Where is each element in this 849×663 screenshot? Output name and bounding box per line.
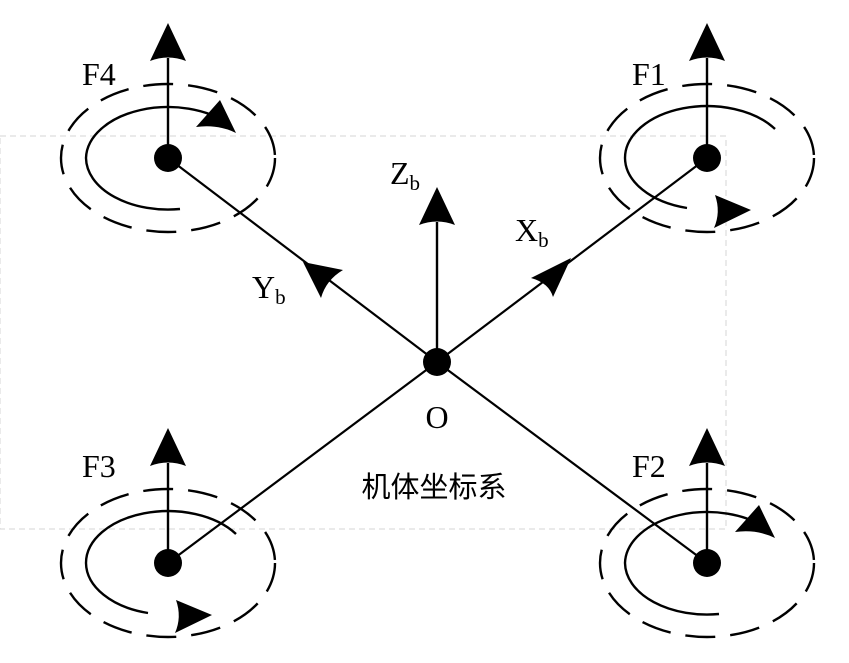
origin-point — [423, 348, 451, 376]
rotor-f2-hub — [693, 549, 721, 577]
rotor-f3-inner-ring — [84, 509, 237, 615]
rotor-f3-thrust-arrow-icon — [150, 428, 186, 466]
z-axis-label: Zb — [390, 155, 420, 195]
frame-arms — [167, 157, 708, 564]
rotor-f4-hub — [154, 144, 182, 172]
rotor-f1-thrust-arrow-icon — [689, 23, 725, 61]
arm-f1 — [436, 157, 708, 363]
y-axis-arrowhead-icon — [303, 262, 343, 298]
rotor-label-f1: F1 — [632, 56, 666, 92]
origin-label: O — [425, 399, 448, 435]
rotor-f3-hub — [154, 549, 182, 577]
rotor-f1-inner-ring — [623, 104, 776, 210]
rotor-f4-rotation-arrow-icon — [196, 100, 236, 133]
diagram-title: 机体坐标系 — [361, 470, 506, 504]
rotor-f1-hub — [693, 144, 721, 172]
rotor-f3 — [59, 428, 277, 639]
rotor-label-f3: F3 — [82, 448, 116, 484]
arm-f4 — [167, 157, 438, 363]
arm-f2 — [436, 361, 708, 564]
body-axes — [303, 187, 571, 298]
rotor-f2-inner-ring — [623, 510, 770, 616]
rotor-label-f4: F4 — [82, 56, 116, 92]
guide-rectangle — [0, 135, 727, 530]
rotor-f1 — [598, 23, 816, 234]
rotor-f1-rotation-arrow-icon — [714, 195, 751, 228]
rotor-f4-thrust-arrow-icon — [150, 23, 186, 61]
arm-f3 — [167, 361, 438, 564]
rotor-f2 — [598, 428, 816, 639]
rotor-f2-rotation-arrow-icon — [735, 505, 775, 538]
x-axis-label: Xb — [515, 212, 549, 252]
rotor-f3-rotation-arrow-icon — [175, 600, 212, 633]
rotor-f2-thrust-arrow-icon — [689, 428, 725, 466]
z-axis-arrowhead-icon — [419, 187, 455, 225]
y-axis-label: Yb — [252, 269, 286, 309]
rotor-label-f2: F2 — [632, 448, 666, 484]
rotor-f4 — [59, 23, 277, 234]
rotors — [59, 23, 816, 639]
rotor-f4-inner-ring — [84, 105, 231, 211]
x-axis-arrowhead-icon — [531, 258, 571, 297]
